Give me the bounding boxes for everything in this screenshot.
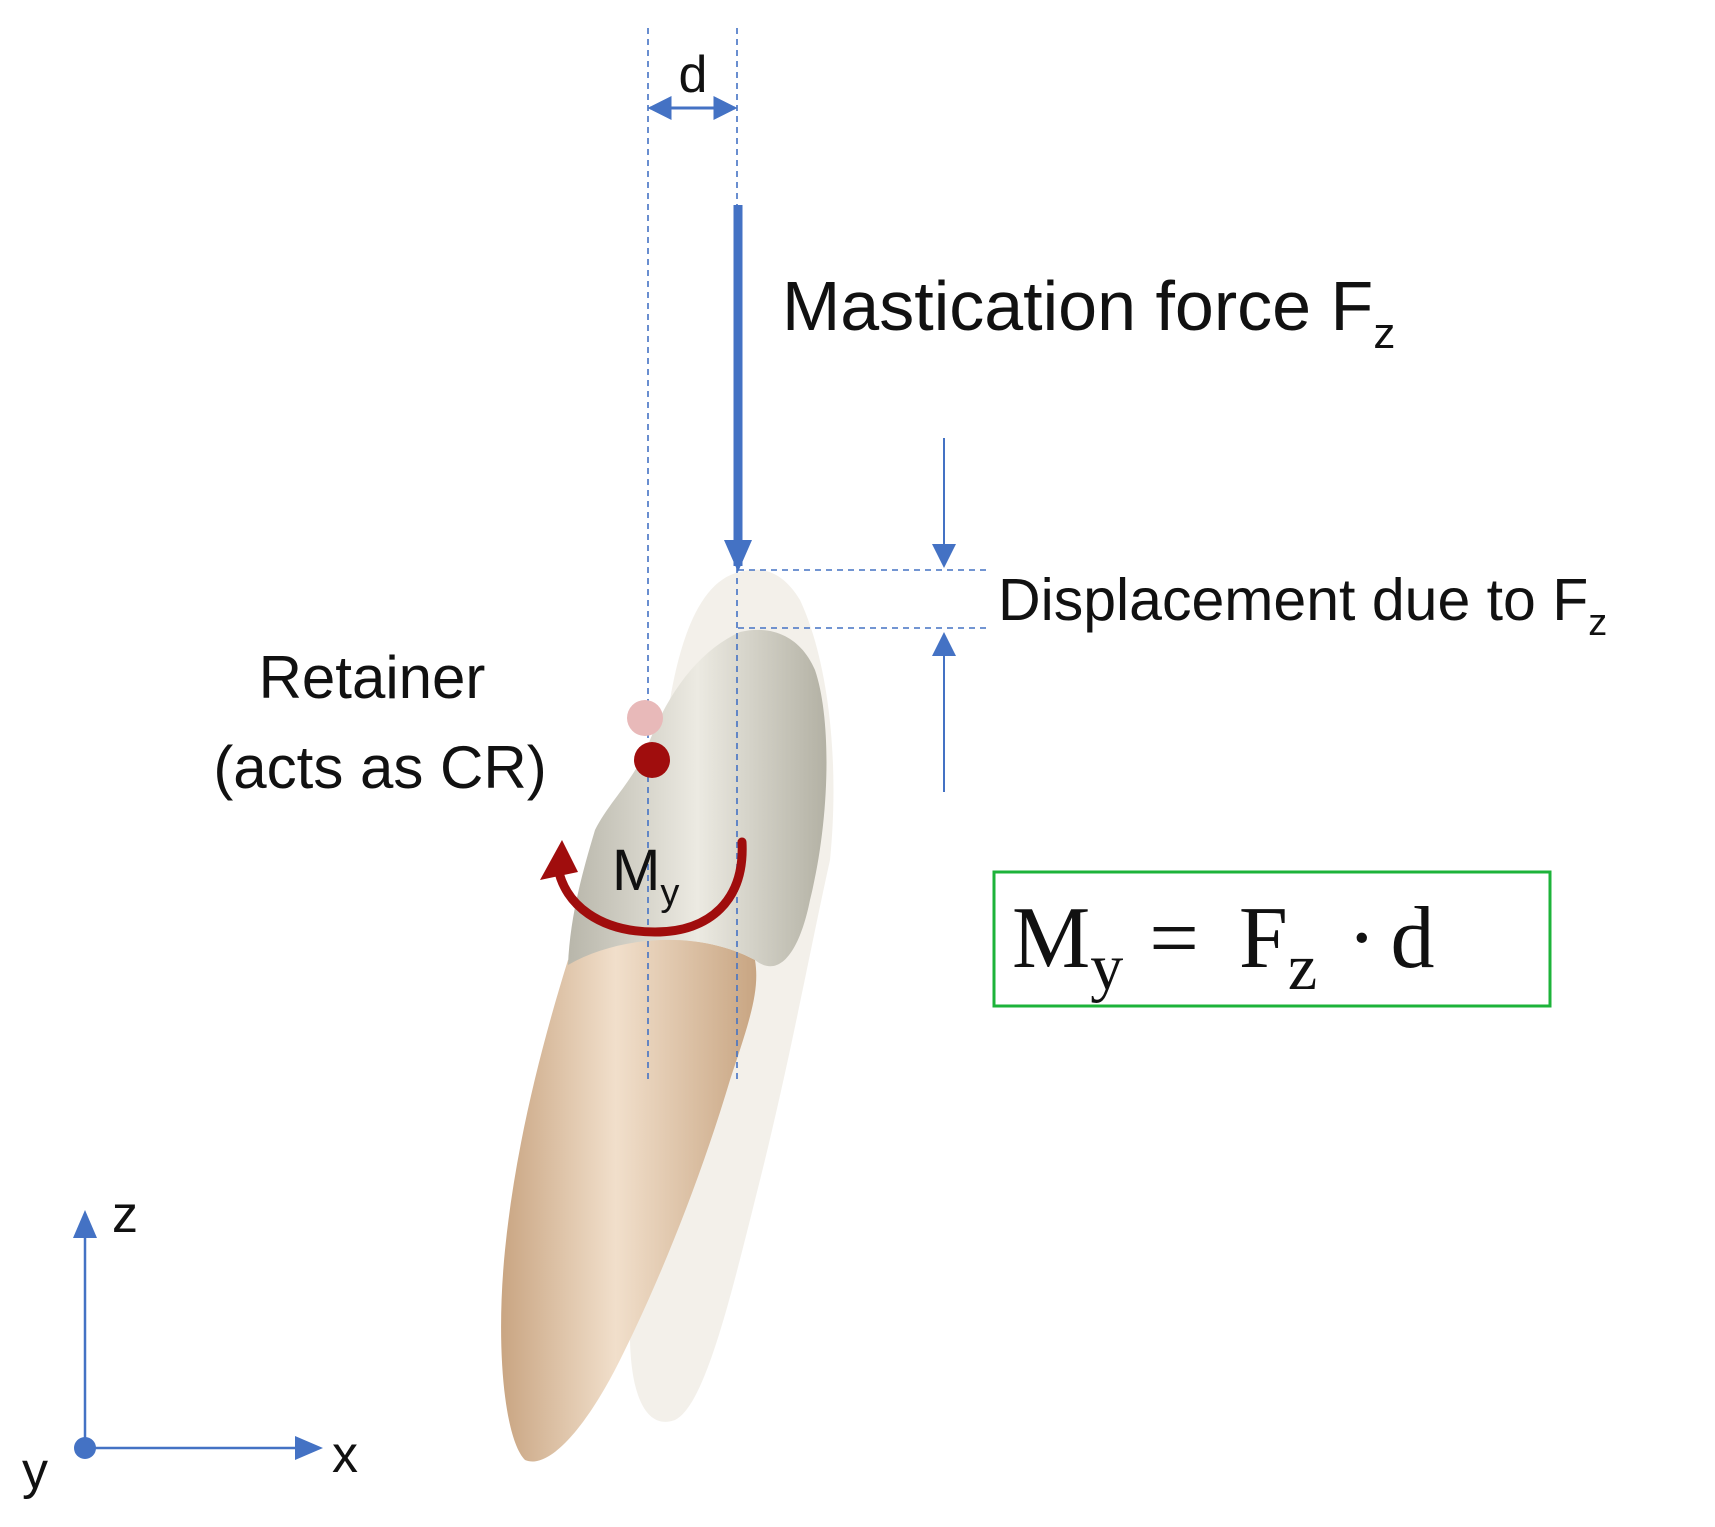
mastication-force-arrowhead [724, 540, 752, 572]
retainer-dot-cr [634, 742, 670, 778]
x-axis-arrowhead [295, 1436, 323, 1460]
equation-box [992, 870, 1552, 1008]
d-label: d [679, 46, 708, 104]
y-axis-label: y [22, 1442, 48, 1500]
tooth-crown [568, 629, 827, 967]
moment-arc-arrowhead [540, 840, 578, 880]
equation: My=Fz·d [1012, 890, 1434, 1004]
displacement-arrow-down-head [932, 544, 956, 568]
retainer-label-line1: Retainer [259, 644, 486, 711]
displacement-arrow-up-head [932, 632, 956, 656]
mastication-force-label: Mastication force Fz [782, 267, 1395, 358]
displacement-label: Displacement due to Fz [998, 567, 1607, 644]
z-axis-label: z [112, 1186, 138, 1244]
retainer-label-line2: (acts as CR) [213, 734, 546, 801]
retainer-dot-previous [627, 700, 663, 736]
y-axis-origin-dot [74, 1437, 96, 1459]
z-axis-arrowhead [73, 1210, 97, 1238]
moment-label: My [612, 838, 679, 914]
tooth-root [501, 939, 757, 1462]
moment-arc-arrow [553, 837, 747, 937]
x-axis-label: x [332, 1426, 358, 1484]
